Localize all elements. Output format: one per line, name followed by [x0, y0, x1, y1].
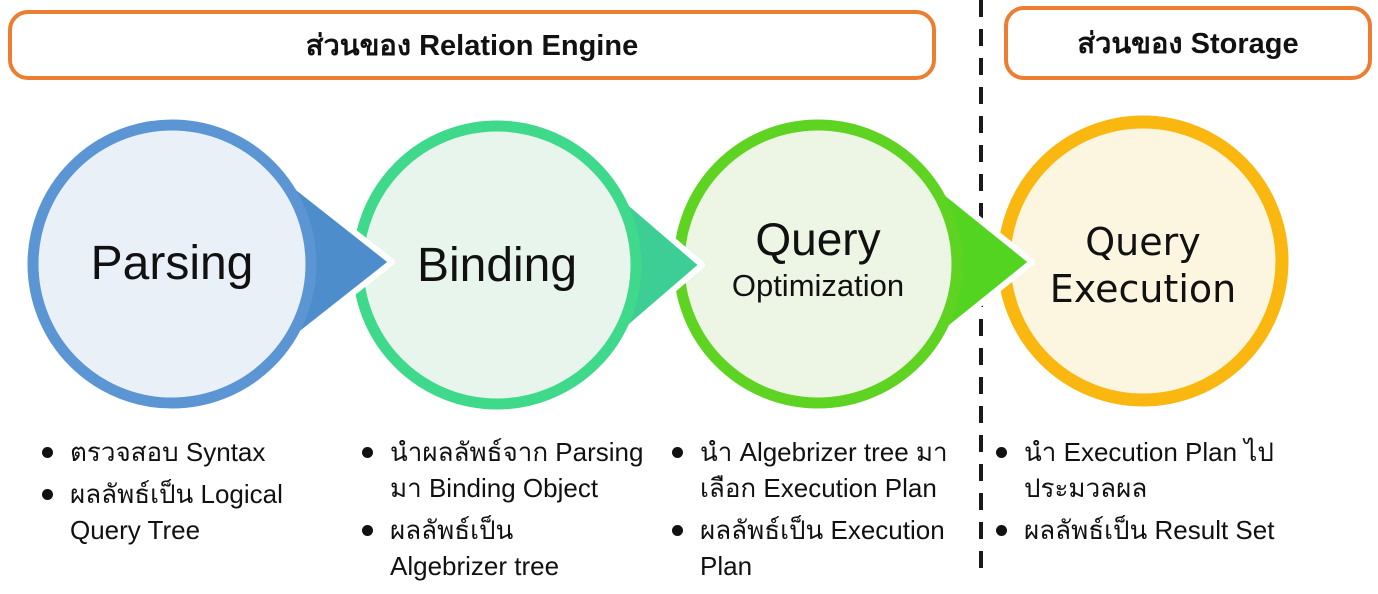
header-storage: ส่วนของ Storage: [1004, 6, 1372, 80]
header-relation-engine: ส่วนของ Relation Engine: [8, 10, 936, 80]
bullet-dot: [362, 525, 373, 536]
bullet-line: นำ Algebrizer tree มา: [700, 437, 948, 467]
bullet-dot: [672, 525, 683, 536]
stage-title-line: Query: [755, 213, 881, 265]
stage-title-line: Query: [1085, 220, 1201, 264]
bullet-line: ตรวจสอบ Syntax: [70, 437, 266, 467]
bullet-item: นำ Execution Plan ไป ประมวลผล: [996, 434, 1274, 506]
bullet-item: นำผลลัพธ์จาก Parsing มา Binding Object: [362, 434, 643, 506]
bullet-item: ผลลัพธ์เป็น Algebrizer tree: [362, 512, 643, 584]
bullet-line: ประมวลผล: [1024, 473, 1148, 503]
bullet-line: นำผลลัพธ์จาก Parsing: [390, 437, 644, 467]
bullet-dot: [362, 447, 373, 458]
bullet-dot: [996, 525, 1007, 536]
bullet-dot: [42, 447, 53, 458]
bullet-line: Plan: [700, 551, 753, 581]
header-relation-engine-label: ส่วนของ Relation Engine: [305, 30, 639, 62]
bullet-dot: [996, 447, 1007, 458]
bullet-line: Algebrizer tree: [390, 551, 560, 581]
stage-title-query-optimization: Query Optimization: [668, 212, 968, 306]
bullet-line: ผลลัพธ์เป็น: [390, 515, 514, 545]
bullets-query-optimization: นำ Algebrizer tree มา เลือก Execution Pl…: [672, 434, 948, 590]
bullet-line: มา Binding Object: [390, 473, 599, 503]
bullet-item: นำ Algebrizer tree มา เลือก Execution Pl…: [672, 434, 948, 506]
bullet-item: ตรวจสอบ Syntax: [42, 434, 283, 470]
bullet-item: ผลลัพธ์เป็น Result Set: [996, 512, 1274, 548]
bullet-line: ผลลัพธ์เป็น Result Set: [1024, 515, 1275, 545]
bullet-line: ผลลัพธ์เป็น Execution: [700, 515, 945, 545]
bullet-line: Query Tree: [70, 515, 201, 545]
bullet-dot: [42, 489, 53, 500]
stage-title-line: Optimization: [731, 268, 905, 303]
bullet-line: เลือก Execution Plan: [700, 473, 937, 503]
bullet-line: ผลลัพธ์เป็น Logical: [70, 479, 283, 509]
bullet-item: ผลลัพธ์เป็น Logical Query Tree: [42, 476, 283, 548]
bullets-binding: นำผลลัพธ์จาก Parsing มา Binding Object ผ…: [362, 434, 643, 590]
bullets-parsing: ตรวจสอบ Syntax ผลลัพธ์เป็น Logical Query…: [42, 434, 283, 554]
stage-title-parsing: Parsing: [90, 237, 254, 290]
header-storage-label: ส่วนของ Storage: [1077, 28, 1299, 60]
bullet-dot: [672, 447, 683, 458]
stage-title-line: Execution: [1049, 267, 1237, 311]
stage-circle-parsing: [27, 119, 317, 409]
bullet-item: ผลลัพธ์เป็น Execution Plan: [672, 512, 948, 584]
stage-title-query-execution: Query Execution: [993, 219, 1293, 313]
bullets-query-execution: นำ Execution Plan ไป ประมวลผล ผลลัพธ์เป็…: [996, 434, 1274, 554]
bullet-line: นำ Execution Plan ไป: [1024, 437, 1274, 467]
stage-title-binding: Binding: [416, 239, 578, 292]
